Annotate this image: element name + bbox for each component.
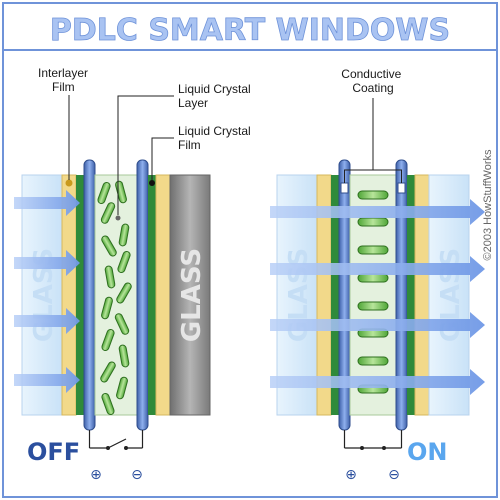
interlayer-film-label: Interlayer Film: [38, 66, 91, 94]
off-droplet: [101, 296, 113, 320]
off-droplets: [97, 180, 132, 416]
copyright-notice: ©2003 HowStuffWorks: [482, 149, 494, 261]
on-arrow-2: [270, 256, 485, 282]
off-droplet: [101, 235, 117, 257]
off-droplet: [118, 344, 130, 368]
off-droplet: [114, 313, 130, 335]
lc-layer-leader: [117, 95, 174, 215]
open-switch: [107, 438, 127, 449]
off-droplet: [118, 223, 130, 247]
off-droplet: [116, 282, 132, 304]
on-droplet: [357, 245, 389, 255]
off-left-electrode: [83, 159, 96, 431]
off-right-glass-label: GLASS: [177, 248, 207, 342]
off-droplet: [100, 361, 116, 383]
on-right-electrode: [395, 159, 408, 431]
off-right-interlayer: [155, 174, 171, 416]
on-state-label: ON: [407, 438, 448, 466]
off-droplet: [116, 376, 128, 400]
on-arrow-3: [270, 312, 485, 338]
lc-film-marker: [149, 180, 155, 186]
off-arrow-4: [14, 367, 80, 393]
on-droplet: [357, 356, 389, 366]
off-state-label: OFF: [27, 438, 80, 466]
off-left-film: [76, 175, 84, 415]
on-left-electrode: [338, 159, 351, 431]
off-droplet: [117, 250, 131, 274]
on-left-film: [331, 175, 339, 415]
on-droplet: [357, 217, 389, 227]
on-light-arrows: [270, 199, 485, 395]
off-droplet: [101, 392, 115, 416]
off-droplet: [104, 265, 116, 289]
lc-film-leader: [151, 137, 174, 180]
on-arrow-4: [270, 369, 485, 395]
diagram-title: PDLC SMART WINDOWS: [50, 13, 450, 48]
off-droplet: [101, 328, 115, 352]
off-minus-terminal: ⊖: [131, 467, 143, 483]
conductive-coating-bracket: [340, 98, 406, 194]
off-plus-terminal: ⊕: [90, 467, 102, 483]
off-droplet: [97, 181, 111, 205]
off-lc-layer: [94, 174, 138, 416]
off-arrow-3: [14, 308, 80, 334]
off-circuit: [88, 430, 144, 450]
lc-layer-marker: [115, 215, 121, 221]
off-right-electrode: [136, 159, 149, 431]
on-droplet: [357, 190, 389, 200]
conductive-coating-label: Conductive Coating: [341, 67, 404, 95]
on-right-film: [407, 175, 415, 415]
liquid-crystal-layer-label: Liquid Crystal Layer: [178, 82, 254, 110]
on-circuit: [343, 430, 403, 450]
off-right-glass: [169, 174, 211, 416]
on-panel: GLASS GLASS Conductive Coating: [270, 67, 485, 483]
off-arrow-1: [14, 190, 80, 216]
off-droplet: [100, 202, 116, 224]
on-plus-terminal: ⊕: [345, 467, 357, 483]
off-light-arrows: [14, 190, 80, 393]
off-right-film: [148, 175, 156, 415]
off-panel: GLASS GLASS ⊕ ⊖ OFF: [14, 159, 211, 483]
off-arrow-2: [14, 250, 80, 276]
on-minus-terminal: ⊖: [388, 467, 400, 483]
on-droplet: [357, 301, 389, 311]
on-arrow-1: [270, 199, 485, 225]
liquid-crystal-film-label: Liquid Crystal Film: [178, 124, 254, 152]
interlayer-marker: [65, 179, 73, 187]
on-droplet: [357, 273, 389, 283]
